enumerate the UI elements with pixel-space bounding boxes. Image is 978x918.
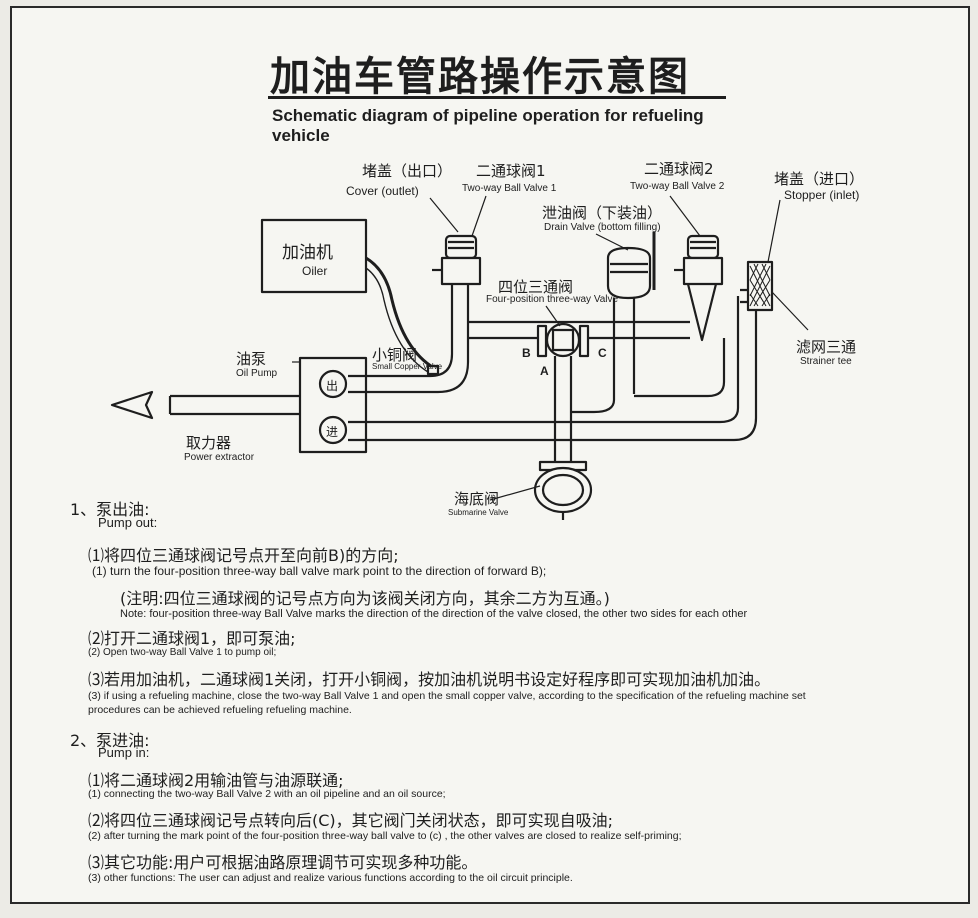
label-drain-valve-en: Drain Valve (bottom filling) xyxy=(544,222,661,233)
label-strainer-en: Strainer tee xyxy=(800,356,852,367)
pipe-outlet xyxy=(348,282,454,378)
label-stopper-inlet-en: Stopper (inlet) xyxy=(784,188,860,202)
label-power-extractor-zh: 取力器 xyxy=(186,434,232,452)
label-ball-valve-1-zh: 二通球阀1 xyxy=(476,162,546,180)
label-port-b: B xyxy=(522,346,531,360)
title-underline xyxy=(268,96,726,99)
copper-valve xyxy=(426,364,440,376)
pump-out-note-zh: (注明:四位三通球阀的记号点方向为该阀关闭方向，其余二方为互通。) xyxy=(120,589,610,608)
oiler-box xyxy=(260,218,368,294)
pump-in-step2-en: (2) after turning the mark point of the … xyxy=(88,830,682,842)
pipe-inlet-return xyxy=(348,296,740,424)
pump-in-step1-en: (1) connecting the two-way Ball Valve 2 … xyxy=(88,788,446,800)
label-stopper-inlet-zh: 堵盖（进口） xyxy=(774,170,865,188)
label-copper-valve-en: Small Copper Valve xyxy=(372,362,443,371)
pump-out-step2-en: (2) Open two-way Ball Valve 1 to pump oi… xyxy=(88,647,277,658)
pump-out-heading-en: Pump out: xyxy=(98,515,158,530)
pump-in-step1-zh: ⑴将二通球阀2用输油管与油源联通; xyxy=(88,771,344,790)
label-port-in: 进 xyxy=(326,425,339,439)
copper-hose xyxy=(365,256,435,370)
label-port-c: C xyxy=(598,346,607,360)
title-chinese: 加油车管路操作示意图 xyxy=(270,54,690,100)
pump-out-step1-zh: ⑴将四位三通球阀记号点开至向前B)的方向; xyxy=(88,546,399,565)
title-english: Schematic diagram of pipeline operation … xyxy=(272,106,704,145)
pump-in-step3-zh: ⑶其它功能:用户可根据油路原理调节可实现多种功能。 xyxy=(88,853,478,872)
label-drain-valve-zh: 泄油阀（下装油） xyxy=(542,204,663,222)
label-cover-outlet-en: Cover (outlet) xyxy=(346,184,419,198)
label-cover-outlet-zh: 堵盖（出口） xyxy=(362,162,453,180)
label-four-way-valve-en: Four-position three-way Valve xyxy=(486,294,619,305)
label-port-out: 出 xyxy=(326,379,339,393)
pump-in-step2-zh: ⑵将四位三通球阀记号点转向后(C)，其它阀门关闭状态，即可实现自吸油; xyxy=(88,811,614,830)
instruction-placard xyxy=(10,6,970,904)
pump-out-step2-zh: ⑵打开二通球阀1，即可泵油; xyxy=(88,629,296,648)
label-strainer-zh: 滤网三通 xyxy=(796,338,857,356)
pump-out-note-en: Note: four-position three-way Ball Valve… xyxy=(120,608,748,620)
pump-in-heading-zh: 2、泵进油: xyxy=(70,731,150,750)
label-oiler-en: Oiler xyxy=(302,264,328,278)
pump-out-heading-zh: 1、泵出油: xyxy=(70,500,150,519)
label-copper-valve-zh: 小铜阀 xyxy=(372,346,418,364)
pump-out-step1-en: (1) turn the four-position three-way bal… xyxy=(92,564,547,578)
pump-in-step3-en: (3) other functions: The user can adjust… xyxy=(88,872,573,884)
pump-out-step3-zh: ⑶若用加油机，二通球阀1关闭，打开小铜阀，按加油机说明书设定好程序即可实现加油机… xyxy=(88,670,771,689)
label-ball-valve-1-en: Two-way Ball Valve 1 xyxy=(462,183,557,194)
pump-out-step3-en-line2: procedures can be achieved refueling ref… xyxy=(88,704,352,716)
port-out-circle xyxy=(318,369,348,399)
label-submarine-valve-en: Submarine Valve xyxy=(448,508,509,517)
four-way-valve xyxy=(545,322,581,358)
label-ball-valve-2-zh: 二通球阀2 xyxy=(644,160,714,178)
label-port-a: A xyxy=(540,364,549,378)
label-power-extractor-en: Power extractor xyxy=(184,452,255,463)
label-oil-pump-zh: 油泵 xyxy=(236,350,267,368)
pump-out-step3-en-line1: (3) if using a refueling machine, close … xyxy=(88,690,806,702)
label-oiler-zh: 加油机 xyxy=(282,243,333,263)
label-four-way-valve-zh: 四位三通阀 xyxy=(498,278,574,296)
arrow-head xyxy=(110,390,154,420)
label-submarine-valve-zh: 海底阀 xyxy=(454,490,500,508)
pump-in-heading-en: Pump in: xyxy=(98,745,150,760)
label-ball-valve-2-en: Two-way Ball Valve 2 xyxy=(630,181,725,192)
port-in-circle xyxy=(318,415,348,445)
label-oil-pump-en: Oil Pump xyxy=(236,368,278,379)
